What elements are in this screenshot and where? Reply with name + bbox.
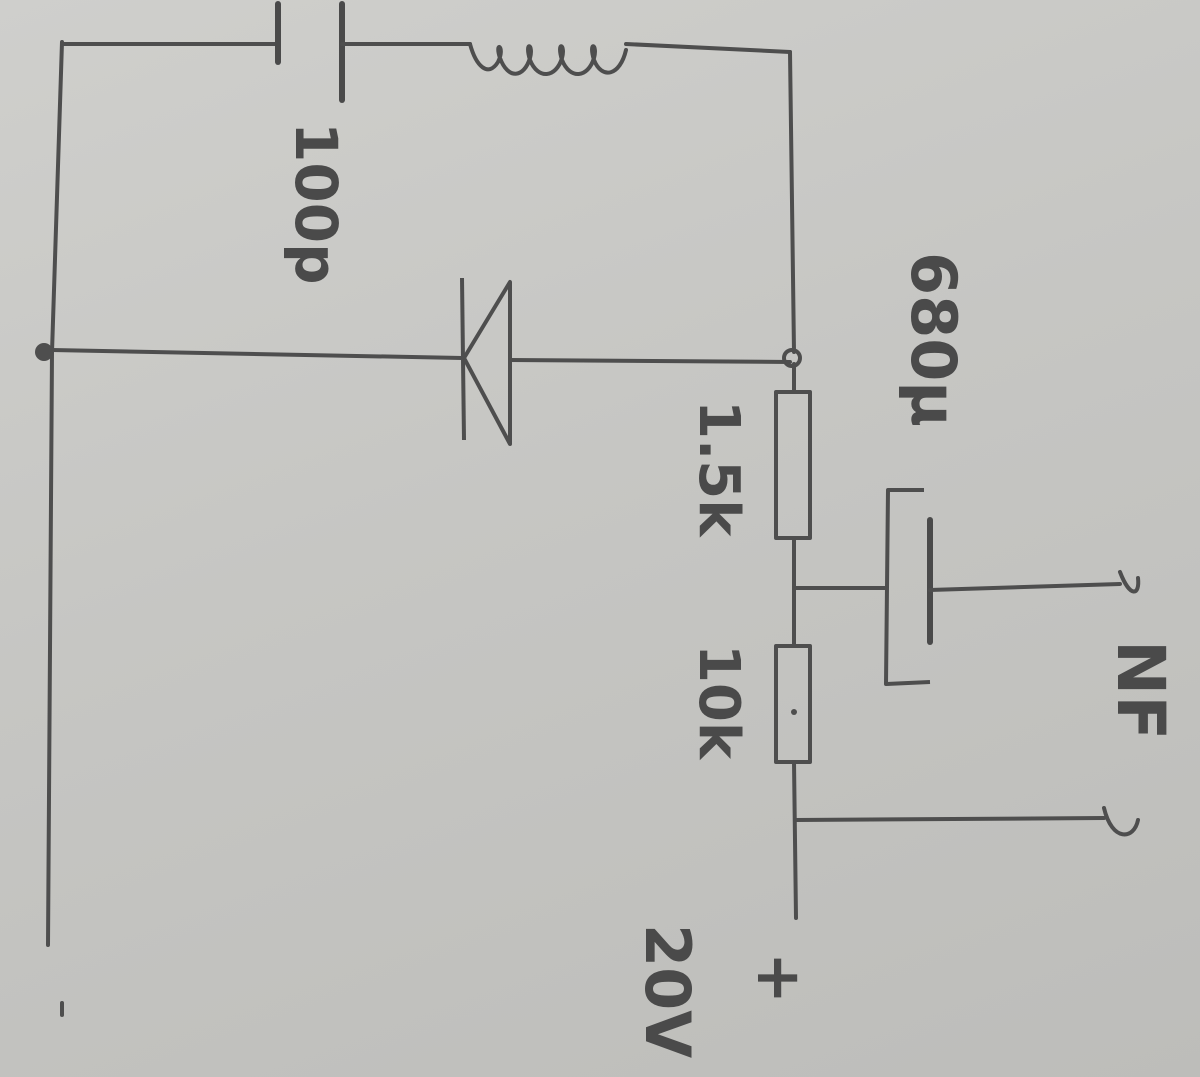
capacitor-to-nf-wire (928, 582, 1122, 592)
lower-tap-wire (794, 816, 1106, 822)
inductor-coil (468, 42, 628, 76)
middle-wire-right (508, 358, 792, 364)
negative-rail-wire (46, 40, 64, 947)
label-680u: 680µ (897, 252, 970, 427)
capacitor-680u-plate-curved (884, 488, 931, 686)
right-wire-to-plus (792, 760, 798, 920)
label-20v: 20V (631, 924, 704, 1058)
label-1-5k: 1.5k (686, 400, 751, 538)
potentiometer-wiper-dot (791, 709, 797, 715)
label-10k: 10k (686, 644, 751, 761)
top-wire-right (624, 42, 792, 54)
potentiometer-10k (774, 644, 812, 764)
middle-wire-left (50, 348, 464, 360)
resistor-1-5k (774, 390, 812, 540)
nf-terminal-bottom (1102, 806, 1140, 837)
label-plus: + (743, 952, 816, 1004)
diode-triangle (462, 280, 512, 446)
junction-dot-right (782, 348, 802, 368)
label-nf: NF (1102, 640, 1179, 740)
right-vertical-wire-top (788, 50, 796, 354)
nf-terminal-top (1118, 570, 1141, 594)
junction-dot-left (35, 343, 53, 361)
label-100p: 100p (282, 122, 350, 285)
